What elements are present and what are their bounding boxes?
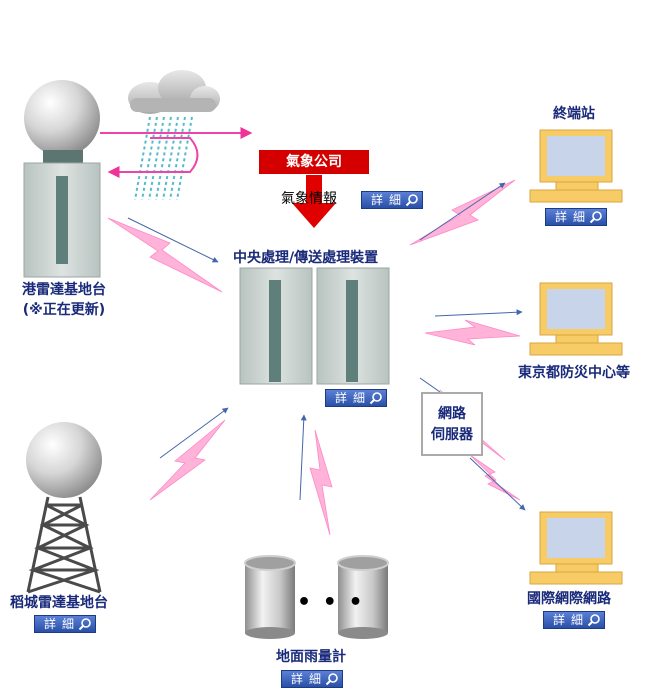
radar-station-bottom: [26, 422, 102, 594]
rain-gauge-label: 地面雨量計: [276, 649, 346, 665]
down-arrow-icon: [292, 175, 336, 228]
radar-bottom-name: 稻城雷達基地台: [10, 595, 108, 611]
radar-dome-icon: [24, 80, 100, 156]
lattice-tower-icon: [26, 496, 102, 594]
terminal-label: 終端站: [553, 106, 595, 122]
magnifier-icon: [369, 392, 382, 405]
central-processing-unit: [239, 267, 390, 385]
lightning-icon: [149, 419, 226, 501]
lightning-icon: [107, 217, 223, 293]
detail-button-rain-gauge[interactable]: 詳細: [281, 670, 343, 688]
terminal-label: 東京都防災中心等: [518, 365, 630, 381]
terminal-monitor-icon: [529, 282, 623, 356]
detail-button-radar-bottom[interactable]: 詳細: [34, 615, 96, 633]
terminal-label: 國際網際網路: [527, 591, 611, 607]
detail-button-weather-info[interactable]: 詳細: [361, 191, 423, 209]
magnifier-icon: [587, 614, 600, 627]
central-unit-label: 中央處理/傳送處理裝置: [233, 250, 379, 266]
radar-station-top: [23, 80, 101, 278]
server-label-line1: 網路: [438, 406, 466, 422]
magnifier-icon: [405, 194, 418, 207]
lightning-icon: [424, 319, 521, 346]
weather-company-box[interactable]: 氣象公司: [259, 150, 369, 174]
radar-dome-icon: [26, 422, 102, 498]
lightning-icon: [469, 454, 521, 501]
rain-gauge-icon: [337, 555, 389, 639]
network-server-box[interactable]: 網路 伺服器: [421, 392, 483, 456]
detail-button-terminal[interactable]: 詳細: [545, 208, 607, 226]
radar-top-note: (※正在更新): [22, 302, 106, 318]
lightning-icon: [409, 179, 516, 246]
data-flow-arrows: [127, 182, 526, 511]
rain-icon: [134, 116, 193, 201]
lightning-icon: [309, 429, 333, 536]
rain-gauge-icon: [244, 555, 296, 639]
server-label-line2: 伺服器: [431, 427, 473, 443]
weather-info-label: 氣象情報: [281, 191, 337, 207]
magnifier-icon: [78, 618, 91, 631]
terminal-monitor-icon: [529, 129, 623, 203]
terminal-monitor-icon: [529, 511, 623, 585]
ellipsis: • • •: [297, 590, 365, 615]
radar-top-name: 港雷達基地台: [22, 282, 106, 298]
radar-beam-arrow: [100, 127, 253, 178]
detail-button-internet[interactable]: 詳細: [543, 611, 605, 629]
magnifier-icon: [325, 673, 338, 686]
magnifier-icon: [589, 211, 602, 224]
rain-gauges: [244, 555, 389, 639]
detail-button-central-unit[interactable]: 詳細: [325, 389, 387, 407]
rain-cloud-icon: [128, 70, 220, 201]
wireless-link-lines: [107, 179, 521, 536]
